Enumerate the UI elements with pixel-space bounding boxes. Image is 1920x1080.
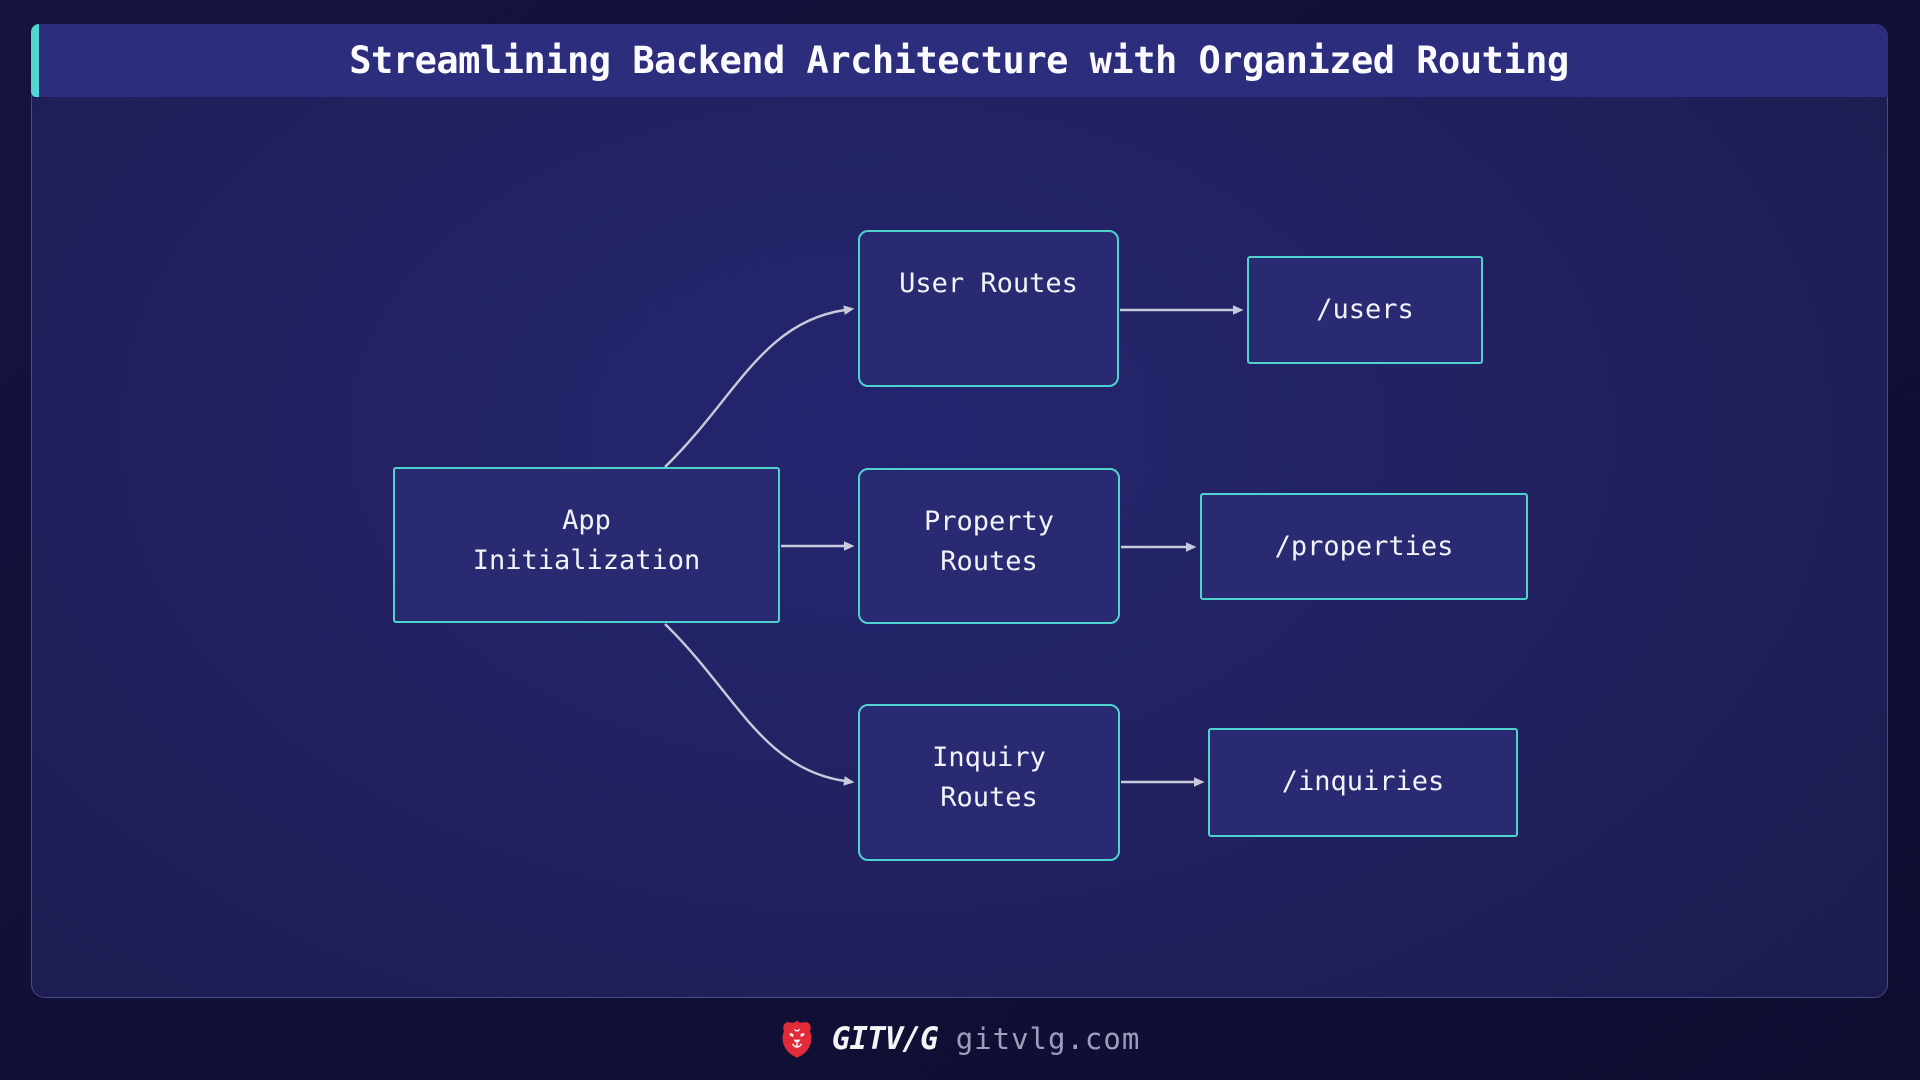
node-inquiry-routes: Inquiry Routes bbox=[858, 704, 1120, 861]
brand-name: GITV/G bbox=[831, 1021, 939, 1057]
title-accent-bar bbox=[30, 23, 39, 97]
node-user-routes: User Routes bbox=[858, 230, 1119, 387]
brand-site-url: gitvlg.com bbox=[955, 1022, 1141, 1056]
node-properties-endpoint: /properties bbox=[1200, 493, 1528, 600]
node-users-endpoint: /users bbox=[1247, 256, 1483, 364]
node-app-initialization: App Initialization bbox=[393, 467, 780, 623]
node-property-routes: Property Routes bbox=[858, 468, 1120, 624]
node-inquiries-endpoint: /inquiries bbox=[1208, 728, 1518, 837]
lion-logo-icon bbox=[782, 1020, 812, 1058]
footer: GITV/G gitvlg.com bbox=[0, 998, 1920, 1080]
page-title: Streamlining Backend Architecture with O… bbox=[349, 38, 1569, 82]
title-bar: Streamlining Backend Architecture with O… bbox=[30, 23, 1888, 97]
